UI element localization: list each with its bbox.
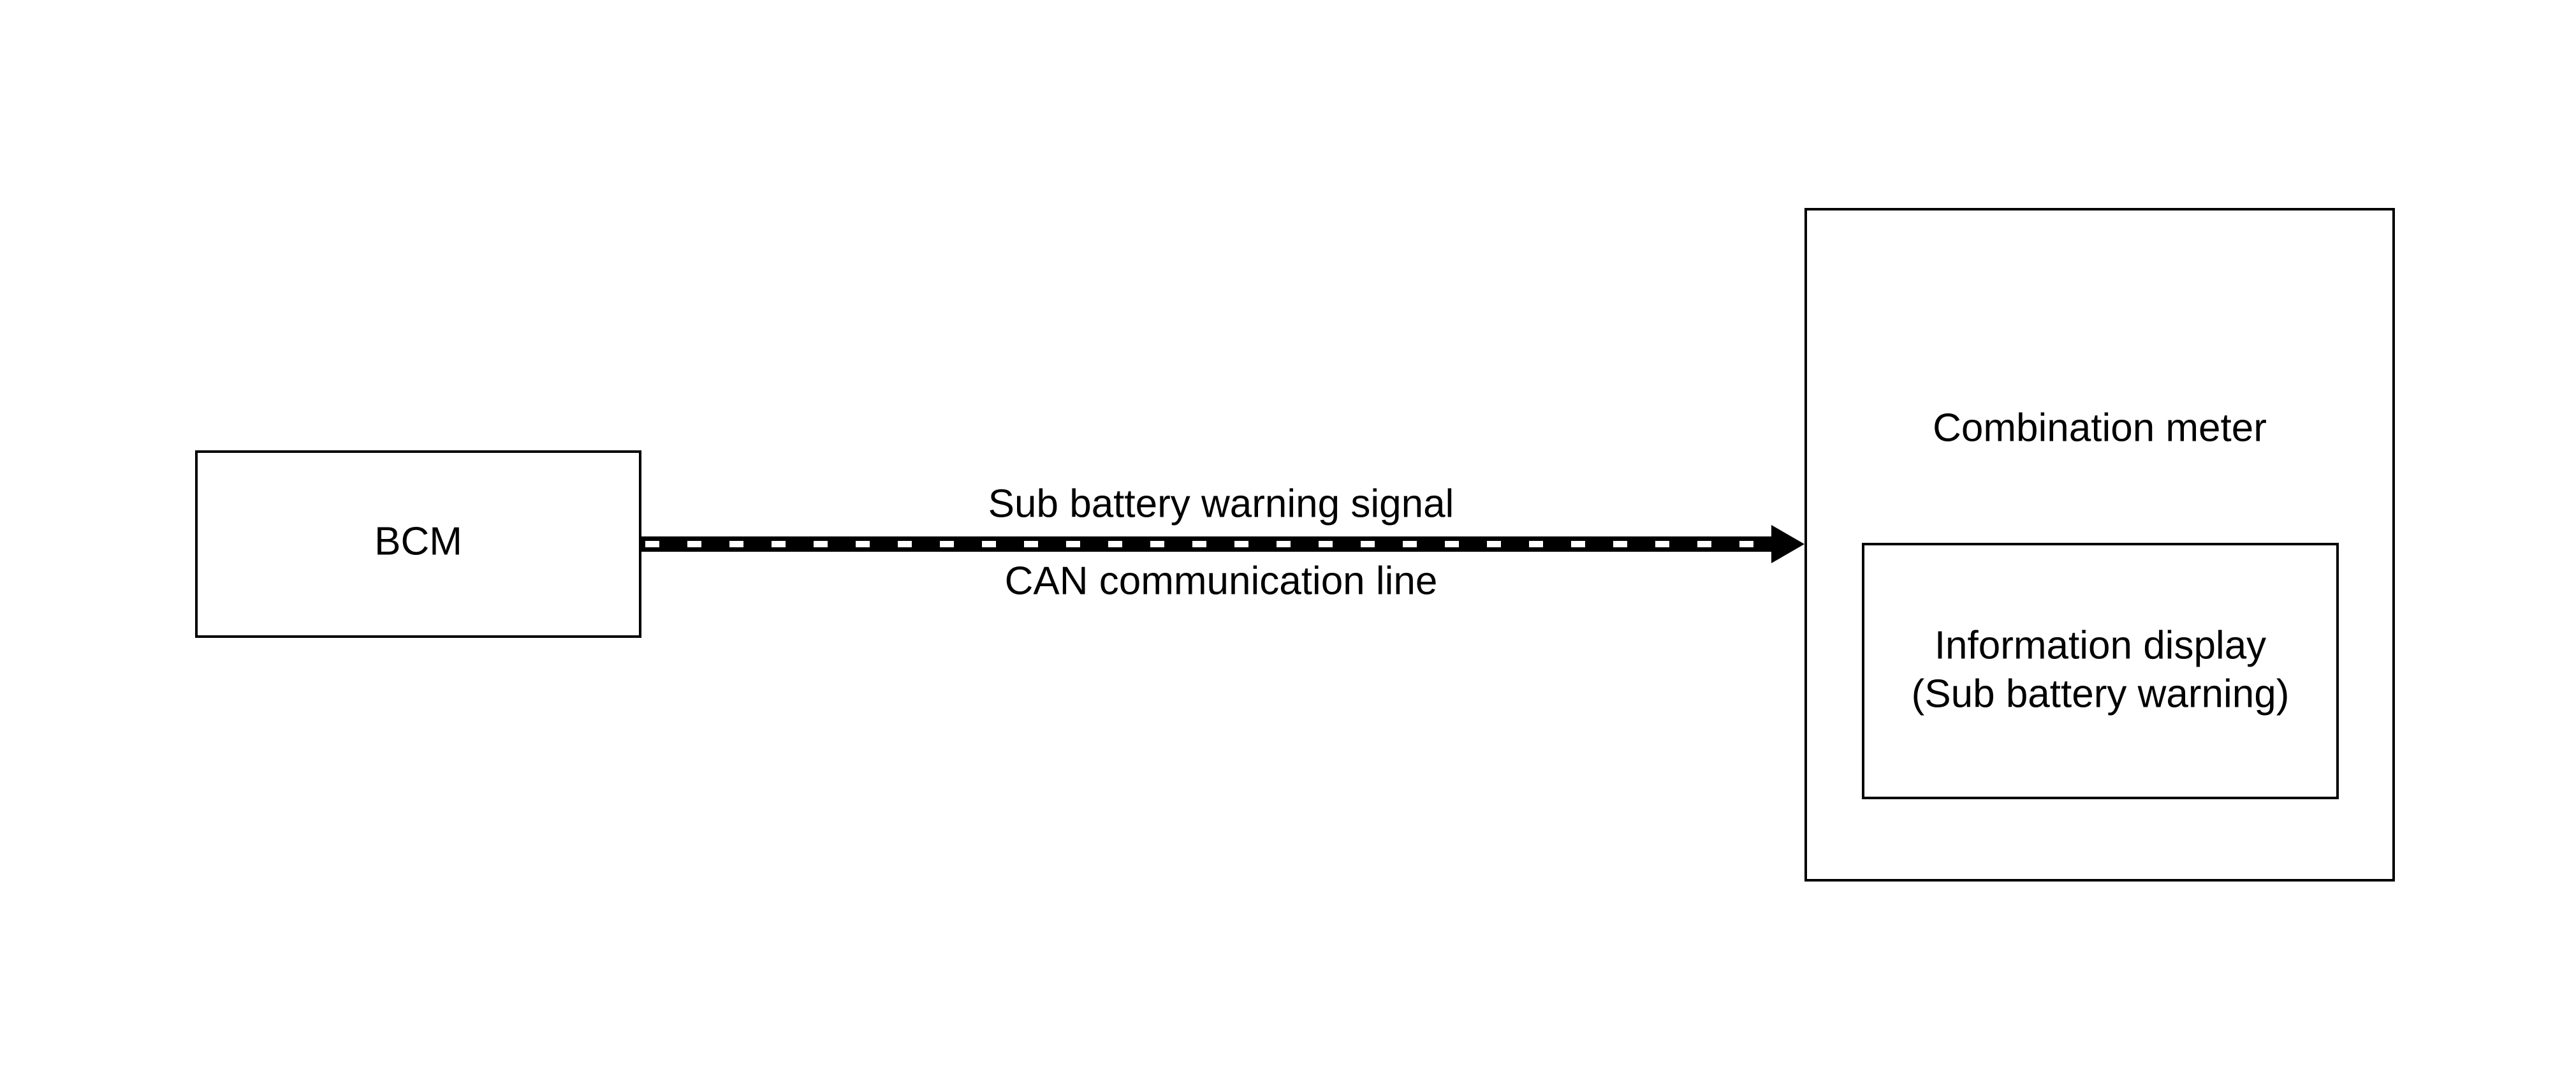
information-display-sublabel: (Sub battery warning) bbox=[1912, 672, 2290, 716]
information-display-node: Information display (Sub battery warning… bbox=[1862, 543, 2339, 799]
combination-meter-node: Combination meter Information display (S… bbox=[1804, 208, 2395, 882]
signal-label: Sub battery warning signal bbox=[988, 482, 1454, 526]
arrow-head-icon bbox=[1771, 525, 1804, 563]
information-display-box bbox=[1862, 543, 2339, 799]
combination-meter-label: Combination meter bbox=[1933, 406, 2267, 450]
bcm-label: BCM bbox=[374, 519, 462, 563]
bcm-node: BCM bbox=[195, 450, 641, 638]
can-line-label: CAN communication line bbox=[1005, 559, 1438, 603]
bcm-box bbox=[195, 450, 641, 638]
can-connection: Sub battery warning signal CAN communica… bbox=[641, 482, 1804, 603]
information-display-label: Information display bbox=[1935, 623, 2266, 667]
